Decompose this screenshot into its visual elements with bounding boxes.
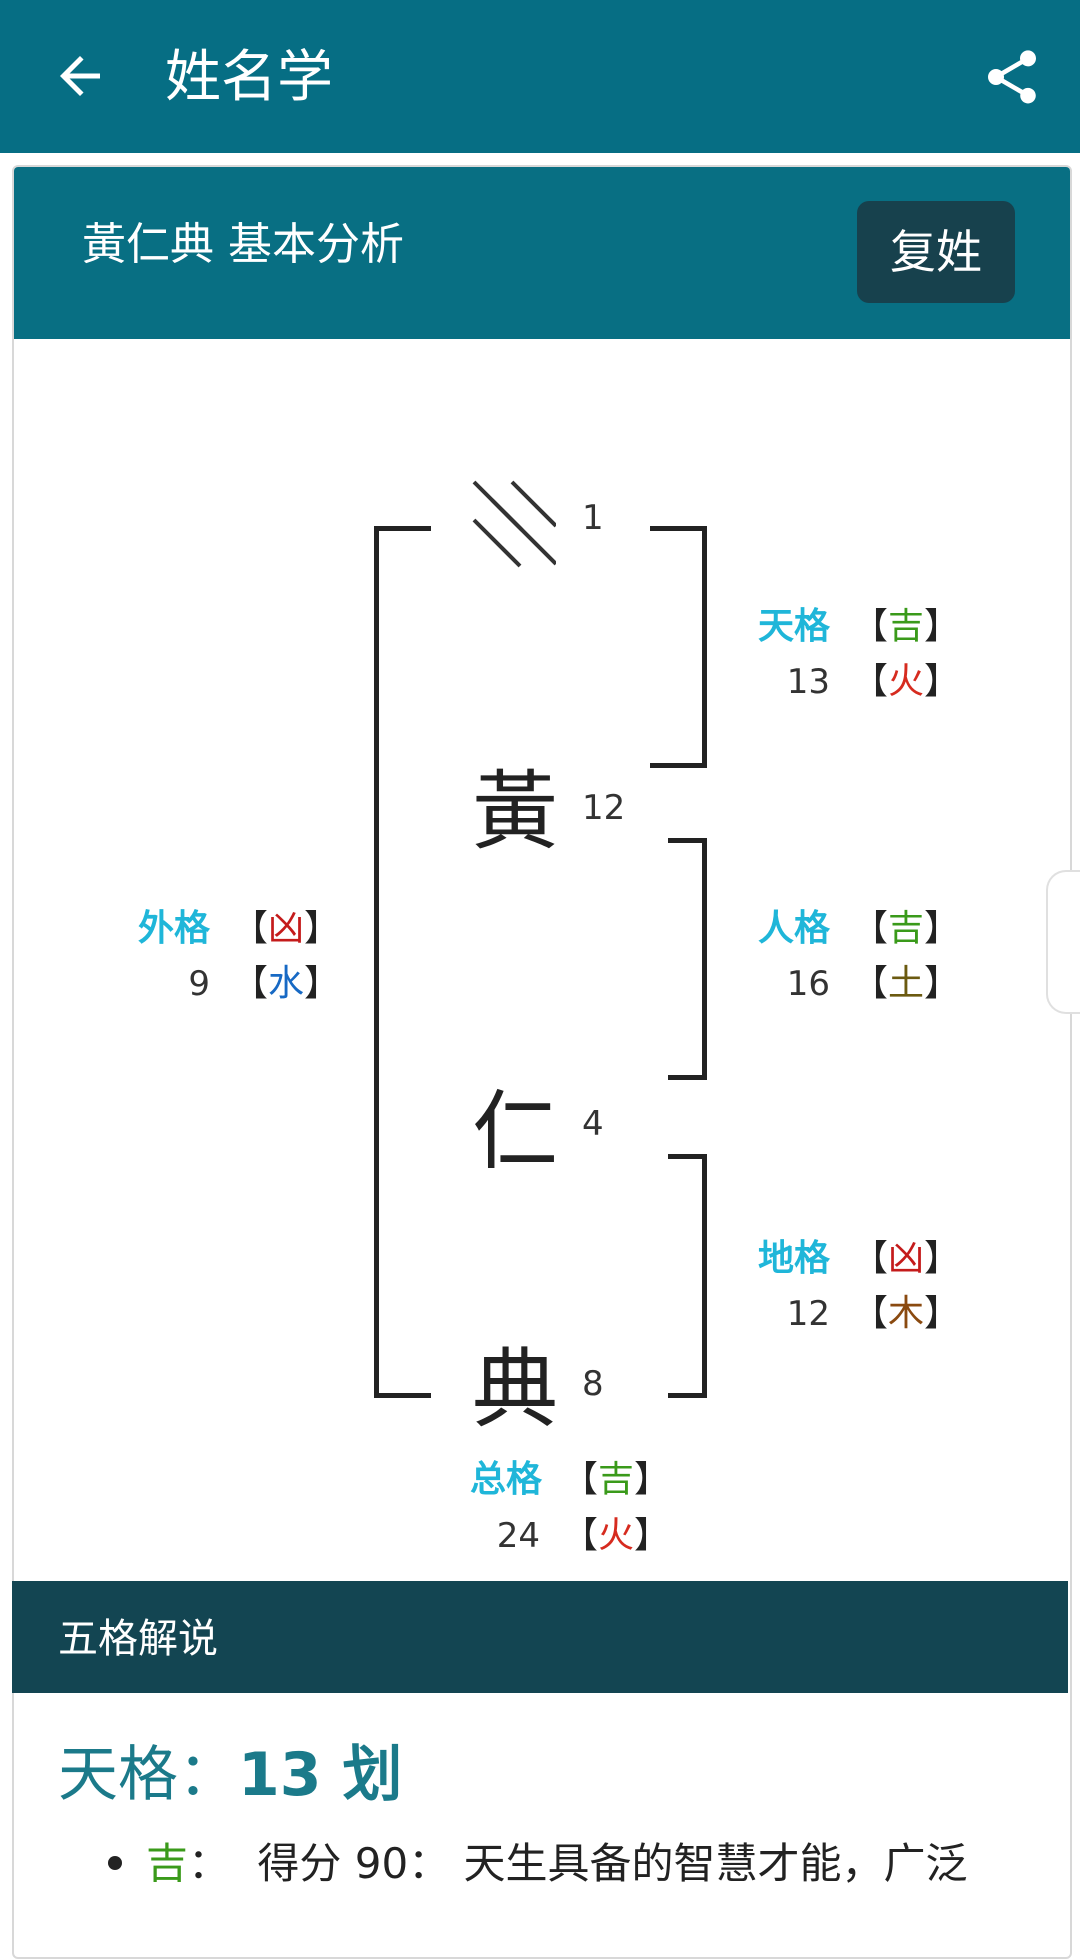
- app-title: 姓名学: [165, 45, 333, 110]
- zongge-number: 24: [496, 1516, 540, 1556]
- tiange-element: 【火】: [852, 661, 961, 702]
- detail-text: 得分 90： 天生具备的智慧才能，广泛: [257, 1839, 968, 1888]
- renge-bracket: [668, 838, 707, 1080]
- dige-bracket: [668, 1154, 707, 1398]
- compound-surname-button[interactable]: 复姓: [857, 201, 1015, 303]
- waige-label: 外格: [138, 908, 211, 949]
- placeholder-hatch-icon: [472, 480, 556, 568]
- renge-fortune: 【吉】: [852, 908, 961, 949]
- renge-number: 16: [786, 964, 830, 1004]
- tiange-detail-heading: 天格：13 划: [58, 1735, 402, 1815]
- waige-fortune: 【凶】: [232, 908, 341, 949]
- dige-fortune: 【凶】: [852, 1238, 961, 1279]
- bullet-icon: [108, 1856, 122, 1870]
- five-grid-explanation-header: 五格解说: [12, 1581, 1068, 1693]
- zongge-element: 【火】: [562, 1515, 671, 1556]
- given-char-2-stroke-count: 8: [582, 1364, 604, 1404]
- given-char-2: 典: [472, 1340, 558, 1440]
- back-arrow-icon[interactable]: [50, 46, 110, 106]
- section-title: 五格解说: [58, 1616, 218, 1662]
- tiange-detail-label: 天格：: [58, 1740, 238, 1810]
- tiange-label: 天格: [758, 606, 831, 647]
- tiange-bracket: [650, 526, 707, 768]
- tiange-fortune: 【吉】: [852, 606, 961, 647]
- tiange-number: 13: [786, 662, 830, 702]
- surname-stroke-count: 12: [582, 788, 626, 828]
- surname-char: 黃: [472, 762, 558, 862]
- dige-element: 【木】: [852, 1293, 961, 1334]
- dige-label: 地格: [758, 1238, 831, 1279]
- given-char-1: 仁: [472, 1082, 558, 1182]
- waige-number: 9: [188, 964, 210, 1004]
- top-stroke-count: 1: [582, 498, 604, 538]
- card-header: 黃仁典 基本分析 复姓: [14, 167, 1070, 339]
- analysis-title: 黃仁典 基本分析: [82, 219, 404, 270]
- given-char-1-stroke-count: 4: [582, 1104, 604, 1144]
- share-icon[interactable]: [980, 45, 1044, 109]
- renge-element: 【土】: [852, 963, 961, 1004]
- zongge-label: 总格: [470, 1459, 543, 1500]
- renge-label: 人格: [758, 908, 831, 949]
- dige-number: 12: [786, 1294, 830, 1334]
- app-bar: 姓名学: [0, 0, 1080, 153]
- edge-drawer-handle[interactable]: [1046, 870, 1080, 1014]
- waige-element: 【水】: [232, 963, 341, 1004]
- tiange-detail-line: 吉： 得分 90： 天生具备的智慧才能，广泛: [146, 1839, 968, 1888]
- tiange-detail-number: 13 划: [238, 1740, 403, 1810]
- zongge-fortune: 【吉】: [562, 1459, 671, 1500]
- detail-fortune: 吉: [146, 1839, 189, 1888]
- outer-bracket-left: [374, 526, 431, 1398]
